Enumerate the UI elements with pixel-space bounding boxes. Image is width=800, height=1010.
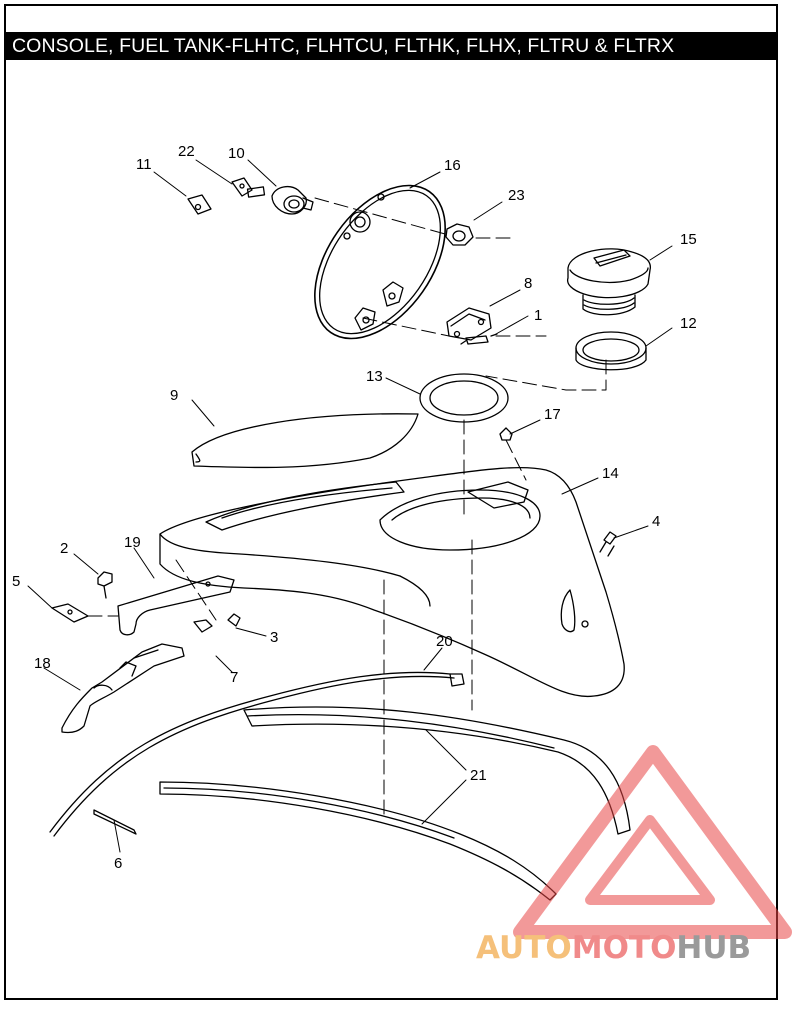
mount-bracket bbox=[51, 571, 241, 636]
callout-18: 18 bbox=[34, 655, 51, 672]
callout-4: 4 bbox=[652, 513, 660, 530]
cap-gasket bbox=[575, 331, 647, 371]
callout-11: 11 bbox=[136, 156, 152, 173]
latch-bracket bbox=[446, 307, 498, 345]
callout-13: 13 bbox=[366, 368, 383, 385]
diagram-frame bbox=[4, 4, 778, 1000]
filler-ring bbox=[419, 373, 509, 423]
callout-10: 10 bbox=[228, 145, 245, 162]
watermark-logo bbox=[513, 745, 792, 939]
callout-19: 19 bbox=[124, 534, 141, 551]
lock-assembly bbox=[187, 177, 314, 215]
callout-22: 22 bbox=[178, 143, 195, 160]
watermark-moto: MOTO bbox=[572, 930, 677, 966]
watermark-auto: AUTO bbox=[476, 930, 572, 966]
callout-15: 15 bbox=[680, 231, 697, 248]
plug bbox=[499, 427, 513, 441]
latch-assembly bbox=[61, 643, 185, 734]
console-body bbox=[159, 466, 625, 698]
callout-23: 23 bbox=[508, 187, 525, 204]
assembly-lines bbox=[87, 197, 607, 821]
callout-7: 7 bbox=[230, 669, 238, 686]
callout-16: 16 bbox=[444, 157, 461, 174]
callout-5: 5 bbox=[12, 573, 20, 590]
callout-1: 1 bbox=[534, 307, 542, 324]
callout-21: 21 bbox=[470, 767, 487, 784]
callout-9: 9 bbox=[170, 387, 178, 404]
cable-clip bbox=[93, 809, 137, 835]
svg-text:AUTOMOTOHUB: AUTOMOTOHUB bbox=[476, 930, 751, 966]
console-door bbox=[314, 184, 446, 340]
screw-4 bbox=[599, 531, 617, 557]
callout-2: 2 bbox=[60, 540, 68, 557]
watermark-text: AUTOMOTOHUB bbox=[476, 930, 751, 966]
callout-3: 3 bbox=[270, 629, 278, 646]
callout-6: 6 bbox=[114, 855, 122, 872]
leader-lines bbox=[27, 159, 673, 853]
callout-17: 17 bbox=[544, 406, 561, 423]
callout-12: 12 bbox=[680, 315, 697, 332]
cable bbox=[49, 671, 465, 837]
fuel-cap bbox=[566, 248, 652, 316]
watermark-hub: HUB bbox=[676, 930, 751, 966]
callout-20: 20 bbox=[436, 633, 453, 650]
console-pad bbox=[191, 413, 419, 469]
callout-8: 8 bbox=[524, 275, 532, 292]
callout-labels: 11 22 10 16 23 8 1 15 12 13 9 17 14 4 2 … bbox=[12, 143, 697, 872]
page-title: CONSOLE, FUEL TANK-FLHTC, FLHTCU, FLTHK,… bbox=[6, 32, 778, 60]
hex-nut bbox=[445, 223, 474, 246]
callout-14: 14 bbox=[602, 465, 619, 482]
